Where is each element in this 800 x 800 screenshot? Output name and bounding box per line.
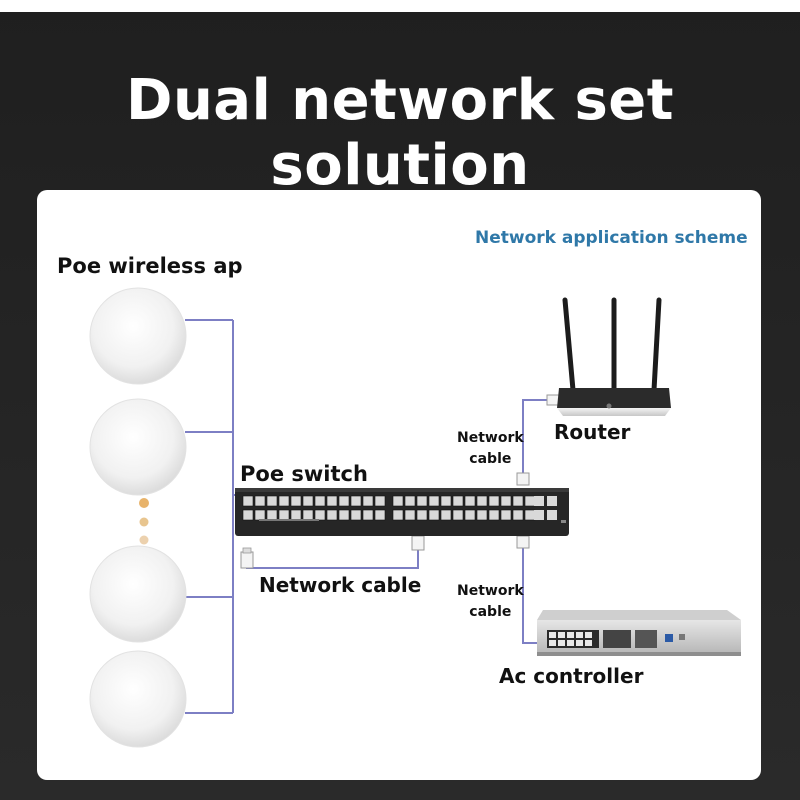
router-cable-label: Network cable bbox=[457, 428, 524, 470]
switch-port bbox=[374, 495, 386, 507]
switch-port bbox=[278, 495, 290, 507]
router-device bbox=[557, 297, 671, 416]
router-cable-label-line1: Network bbox=[457, 430, 524, 446]
poe-switch-device bbox=[235, 488, 569, 536]
switch-port bbox=[350, 509, 362, 521]
switch-port bbox=[428, 509, 440, 521]
switch-port bbox=[254, 509, 266, 521]
switch-port bbox=[512, 495, 524, 507]
switch-port bbox=[452, 495, 464, 507]
wireless-ap-3 bbox=[89, 545, 187, 643]
wireless-ap-2 bbox=[89, 398, 187, 496]
switch-port bbox=[464, 509, 476, 521]
router-label: Router bbox=[554, 420, 631, 444]
switch-port bbox=[362, 509, 374, 521]
switch-port bbox=[488, 495, 500, 507]
switch-port bbox=[392, 509, 404, 521]
rj45-connector-switch bbox=[411, 535, 425, 551]
ac-cable bbox=[522, 540, 537, 644]
top-strip bbox=[0, 0, 800, 12]
switch-label: Poe switch bbox=[240, 462, 368, 486]
switch-port bbox=[266, 509, 278, 521]
switch-port bbox=[362, 495, 374, 507]
rj45-connector-router-switch bbox=[516, 472, 530, 486]
switch-port bbox=[500, 495, 512, 507]
switch-port bbox=[338, 509, 350, 521]
wireless-ap-4 bbox=[89, 650, 187, 748]
switch-port bbox=[254, 495, 266, 507]
router-cable bbox=[522, 399, 549, 478]
switch-port bbox=[524, 509, 536, 521]
switch-port bbox=[302, 509, 314, 521]
switch-port bbox=[416, 495, 428, 507]
switch-port bbox=[428, 495, 440, 507]
network-cable-label: Network cable bbox=[259, 573, 422, 597]
switch-port bbox=[500, 509, 512, 521]
switch-port bbox=[416, 509, 428, 521]
switch-port bbox=[266, 495, 278, 507]
switch-port bbox=[392, 495, 404, 507]
ac-cable-label: Network cable bbox=[457, 581, 524, 623]
ac-cable-label-line1: Network bbox=[457, 583, 524, 599]
switch-port bbox=[314, 495, 326, 507]
switch-port bbox=[464, 495, 476, 507]
switch-port bbox=[338, 495, 350, 507]
rj45-connector-ap bbox=[240, 547, 254, 569]
switch-port bbox=[404, 495, 416, 507]
ac-controller-label: Ac controller bbox=[499, 664, 644, 688]
switch-port bbox=[242, 509, 254, 521]
scheme-label: Network application scheme bbox=[475, 228, 748, 248]
switch-port bbox=[452, 509, 464, 521]
ellipsis-dots bbox=[139, 498, 149, 545]
switch-port bbox=[440, 495, 452, 507]
switch-port bbox=[476, 495, 488, 507]
page-title: Dual network set solution bbox=[125, 68, 675, 198]
switch-port bbox=[488, 509, 500, 521]
network-diagram bbox=[89, 287, 741, 748]
rj45-connector-ac-switch bbox=[516, 535, 530, 549]
switch-port bbox=[242, 495, 254, 507]
ac-cable-label-line2: cable bbox=[469, 604, 512, 620]
switch-port bbox=[374, 509, 386, 521]
router-cable-label-line2: cable bbox=[469, 451, 512, 467]
switch-port bbox=[350, 495, 362, 507]
switch-port bbox=[326, 509, 338, 521]
diagram-panel: Network application scheme Poe wireless … bbox=[37, 190, 761, 780]
switch-port bbox=[326, 495, 338, 507]
switch-port bbox=[440, 509, 452, 521]
switch-port bbox=[476, 509, 488, 521]
switch-port bbox=[512, 509, 524, 521]
switch-port bbox=[314, 509, 326, 521]
switch-port bbox=[278, 509, 290, 521]
switch-port bbox=[302, 495, 314, 507]
ac-controller-device bbox=[537, 610, 741, 656]
ap-label: Poe wireless ap bbox=[57, 254, 243, 278]
switch-port bbox=[404, 509, 416, 521]
switch-port bbox=[290, 509, 302, 521]
switch-port bbox=[290, 495, 302, 507]
wireless-ap-1 bbox=[89, 287, 187, 385]
switch-port bbox=[524, 495, 536, 507]
